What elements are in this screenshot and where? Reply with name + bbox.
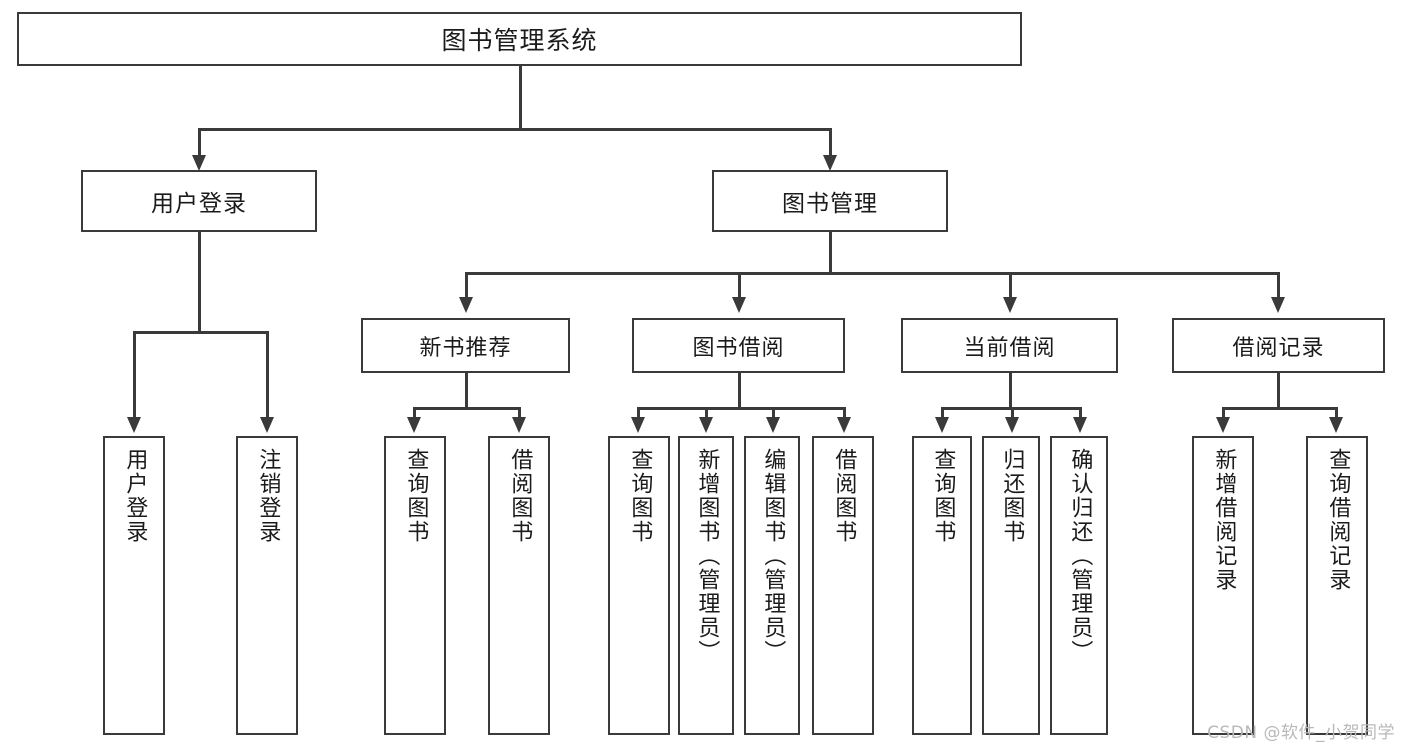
connector-new-book-stem — [465, 373, 468, 409]
connector-current-borrow-stem — [1009, 373, 1012, 409]
connector-new-book-bar — [413, 407, 518, 410]
connector-root-bar — [198, 128, 831, 131]
connector-new-book-leaf2 — [518, 407, 521, 419]
arrowhead-book-borrow-leaf4 — [837, 417, 851, 433]
connector-root-to-book-mgmt — [829, 128, 832, 160]
connector-book-mgmt-to-new-book — [465, 272, 468, 300]
node-label: 借阅图书 — [507, 448, 533, 544]
arrowhead-book-mgmt-to-current — [1003, 297, 1017, 313]
connector-book-mgmt-stem — [829, 232, 832, 274]
arrowhead-book-mgmt-to-borrow — [732, 297, 746, 313]
connector-borrow-record-bar — [1222, 407, 1335, 410]
node-borrow-record[interactable]: 借阅记录 — [1172, 318, 1385, 373]
node-label: 查询图书 — [403, 448, 429, 544]
connector-borrow-record-leaf1 — [1222, 407, 1225, 419]
arrowhead-book-borrow-leaf2 — [699, 417, 713, 433]
arrowhead-current-borrow-leaf2 — [1005, 417, 1019, 433]
leaf-current-borrow-query[interactable]: 查询图书 — [912, 436, 972, 735]
connector-book-borrow-leaf1 — [637, 407, 640, 419]
arrowhead-user-login-leaf1 — [127, 417, 141, 433]
arrowhead-borrow-record-leaf2 — [1329, 417, 1343, 433]
arrowhead-current-borrow-leaf3 — [1073, 417, 1087, 433]
leaf-new-book-query[interactable]: 查询图书 — [384, 436, 446, 735]
node-label: 查询借阅记录 — [1325, 448, 1351, 592]
node-label: 注销登录 — [255, 448, 281, 544]
connector-book-mgmt-bar — [465, 272, 1279, 275]
connector-book-mgmt-to-current — [1009, 272, 1012, 300]
node-label: 新增图书（管理员） — [694, 448, 720, 664]
leaf-user-login-signout[interactable]: 注销登录 — [236, 436, 298, 735]
connector-current-borrow-leaf3 — [1079, 407, 1082, 419]
arrowhead-new-book-leaf2 — [512, 417, 526, 433]
leaf-current-borrow-return[interactable]: 归还图书 — [982, 436, 1040, 735]
node-label: 图书管理 — [782, 191, 878, 217]
node-label: 确认归还（管理员） — [1067, 448, 1093, 664]
node-label: 新书推荐 — [419, 335, 512, 361]
connector-book-mgmt-to-borrow — [738, 272, 741, 300]
connector-user-login-bar — [133, 331, 266, 334]
connector-new-book-leaf1 — [413, 407, 416, 419]
node-label: 新增借阅记录 — [1211, 448, 1237, 592]
connector-user-login-leaf1 — [133, 331, 136, 419]
connector-book-borrow-leaf4 — [843, 407, 846, 419]
node-label: 编辑图书（管理员） — [760, 448, 786, 664]
leaf-current-borrow-confirm[interactable]: 确认归还（管理员） — [1050, 436, 1108, 735]
node-book-borrow[interactable]: 图书借阅 — [632, 318, 845, 373]
arrowhead-book-mgmt-to-new-book — [459, 297, 473, 313]
node-root-library-system[interactable]: 图书管理系统 — [17, 12, 1022, 66]
node-label: 图书借阅 — [692, 335, 785, 361]
connector-root-to-user-login — [198, 128, 201, 160]
arrowhead-current-borrow-leaf1 — [935, 417, 949, 433]
node-label: 查询图书 — [627, 448, 653, 544]
leaf-borrow-record-query[interactable]: 查询借阅记录 — [1306, 436, 1368, 735]
leaf-book-borrow-query[interactable]: 查询图书 — [608, 436, 670, 735]
node-label: 图书管理系统 — [441, 26, 598, 55]
leaf-book-borrow-add[interactable]: 新增图书（管理员） — [678, 436, 734, 735]
connector-borrow-record-leaf2 — [1335, 407, 1338, 419]
node-label: 当前借阅 — [963, 335, 1056, 361]
watermark-text: CSDN @软件_小贺同学 — [1207, 723, 1395, 743]
node-user-login[interactable]: 用户登录 — [81, 170, 317, 232]
node-label: 查询图书 — [930, 448, 956, 544]
connector-user-login-leaf2 — [266, 331, 269, 419]
arrowhead-root-to-user-login — [192, 155, 206, 171]
node-label: 借阅记录 — [1232, 335, 1325, 361]
node-label: 用户登录 — [151, 191, 247, 217]
leaf-user-login-signin[interactable]: 用户登录 — [103, 436, 165, 735]
connector-borrow-record-stem — [1277, 373, 1280, 409]
connector-root-stem — [519, 66, 522, 128]
node-book-management[interactable]: 图书管理 — [712, 170, 948, 232]
connector-book-borrow-bar — [637, 407, 845, 410]
connector-book-borrow-leaf2 — [705, 407, 708, 419]
node-label: 用户登录 — [122, 448, 148, 544]
node-label: 归还图书 — [999, 448, 1025, 544]
node-label: 借阅图书 — [831, 448, 857, 544]
leaf-book-borrow-borrow[interactable]: 借阅图书 — [812, 436, 874, 735]
node-current-borrow[interactable]: 当前借阅 — [901, 318, 1118, 373]
arrowhead-borrow-record-leaf1 — [1216, 417, 1230, 433]
arrowhead-root-to-book-mgmt — [823, 155, 837, 171]
connector-book-borrow-stem — [738, 373, 741, 409]
connector-book-mgmt-to-record — [1277, 272, 1280, 300]
arrowhead-user-login-leaf2 — [260, 417, 274, 433]
connector-user-login-stem — [198, 232, 201, 333]
connector-current-borrow-leaf1 — [941, 407, 944, 419]
arrowhead-book-mgmt-to-record — [1271, 297, 1285, 313]
node-new-book-recommend[interactable]: 新书推荐 — [361, 318, 570, 373]
arrowhead-new-book-leaf1 — [407, 417, 421, 433]
connector-book-borrow-leaf3 — [772, 407, 775, 419]
leaf-book-borrow-edit[interactable]: 编辑图书（管理员） — [744, 436, 800, 735]
arrowhead-book-borrow-leaf1 — [631, 417, 645, 433]
arrowhead-book-borrow-leaf3 — [766, 417, 780, 433]
connector-current-borrow-leaf2 — [1011, 407, 1014, 419]
leaf-borrow-record-add[interactable]: 新增借阅记录 — [1192, 436, 1254, 735]
leaf-new-book-borrow[interactable]: 借阅图书 — [488, 436, 550, 735]
